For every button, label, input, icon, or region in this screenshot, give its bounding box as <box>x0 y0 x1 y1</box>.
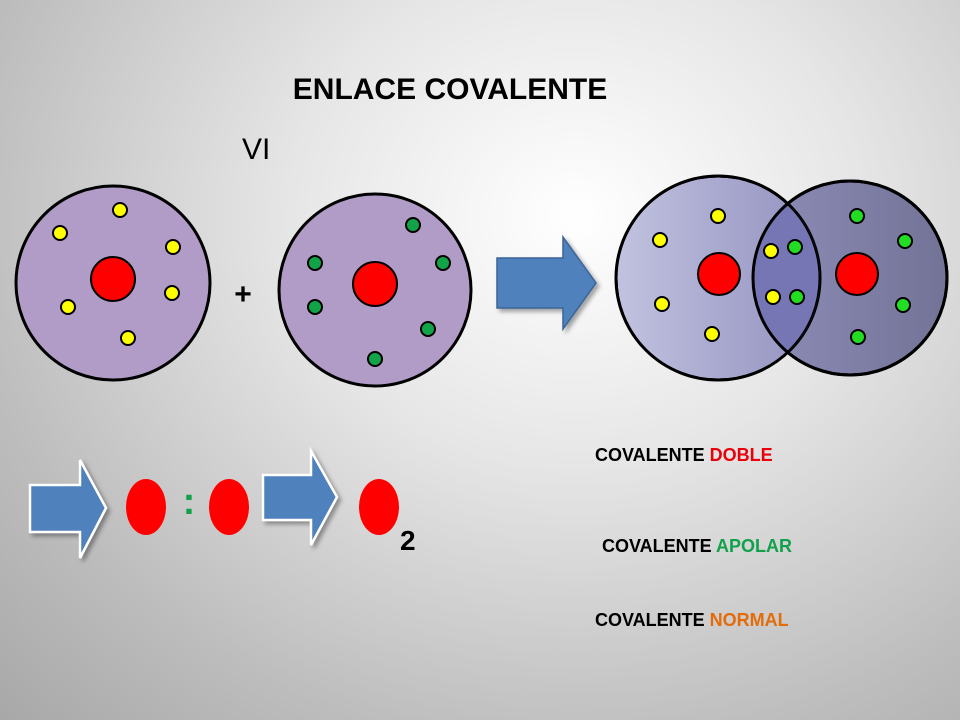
electron <box>405 217 421 233</box>
option-type-normal: NORMAL <box>710 610 789 630</box>
electron <box>112 202 128 218</box>
electron <box>420 321 436 337</box>
electron <box>164 285 180 301</box>
option-type-apolar: APOLAR <box>716 536 792 556</box>
plus-sign: + <box>234 278 252 311</box>
electron <box>765 289 781 305</box>
formula-arrow-icon <box>28 459 108 559</box>
electron <box>165 239 181 255</box>
electron <box>60 299 76 315</box>
reaction-arrow-icon <box>496 234 597 332</box>
electron <box>307 299 323 315</box>
molecule-right-outline <box>751 179 949 377</box>
electron <box>652 232 668 248</box>
electron <box>897 233 913 249</box>
page-title: ENLACE COVALENTE <box>293 73 607 106</box>
shared-electron-pair-colon: : <box>183 481 196 523</box>
nucleus-symbol-2 <box>209 479 249 535</box>
atom-left-nucleus <box>90 256 136 302</box>
electron <box>895 297 911 313</box>
atom-left <box>14 184 212 382</box>
formula-arrow-2-icon <box>261 446 339 546</box>
atom-right-nucleus <box>352 261 398 307</box>
atom-left-electrons <box>52 202 181 346</box>
molecule-subscript: 2 <box>400 525 416 556</box>
option-prefix: COVALENTE <box>602 536 716 556</box>
electron <box>710 208 726 224</box>
molecule <box>614 174 949 382</box>
electron <box>850 329 866 345</box>
electron <box>849 208 865 224</box>
atom-right <box>277 192 473 388</box>
molecule-green-electrons <box>787 208 913 345</box>
electron <box>789 289 805 305</box>
option-covalente-doble[interactable]: COVALENTE DOBLE <box>595 445 773 465</box>
atom-right-electrons <box>307 217 451 367</box>
option-type-doble: DOBLE <box>710 445 773 465</box>
electron <box>787 239 803 255</box>
electron <box>654 296 670 312</box>
electron <box>763 243 779 259</box>
molecule-nucleus-left <box>697 252 741 296</box>
option-covalente-normal[interactable]: COVALENTE NORMAL <box>595 610 789 630</box>
molecule-yellow-electrons <box>652 208 781 342</box>
electron <box>120 330 136 346</box>
electron <box>52 225 68 241</box>
electron <box>367 351 383 367</box>
electron <box>307 255 323 271</box>
molecule-overlap-region <box>753 181 820 375</box>
molecule-symbol <box>359 479 399 535</box>
molecule-nucleus-right <box>835 252 879 296</box>
nucleus-symbol-1 <box>126 479 166 535</box>
electron <box>435 255 451 271</box>
option-prefix: COVALENTE <box>595 610 710 630</box>
group-label: VI <box>242 133 270 166</box>
electron <box>704 326 720 342</box>
option-covalente-apolar[interactable]: COVALENTE APOLAR <box>602 536 792 556</box>
option-prefix: COVALENTE <box>595 445 710 465</box>
